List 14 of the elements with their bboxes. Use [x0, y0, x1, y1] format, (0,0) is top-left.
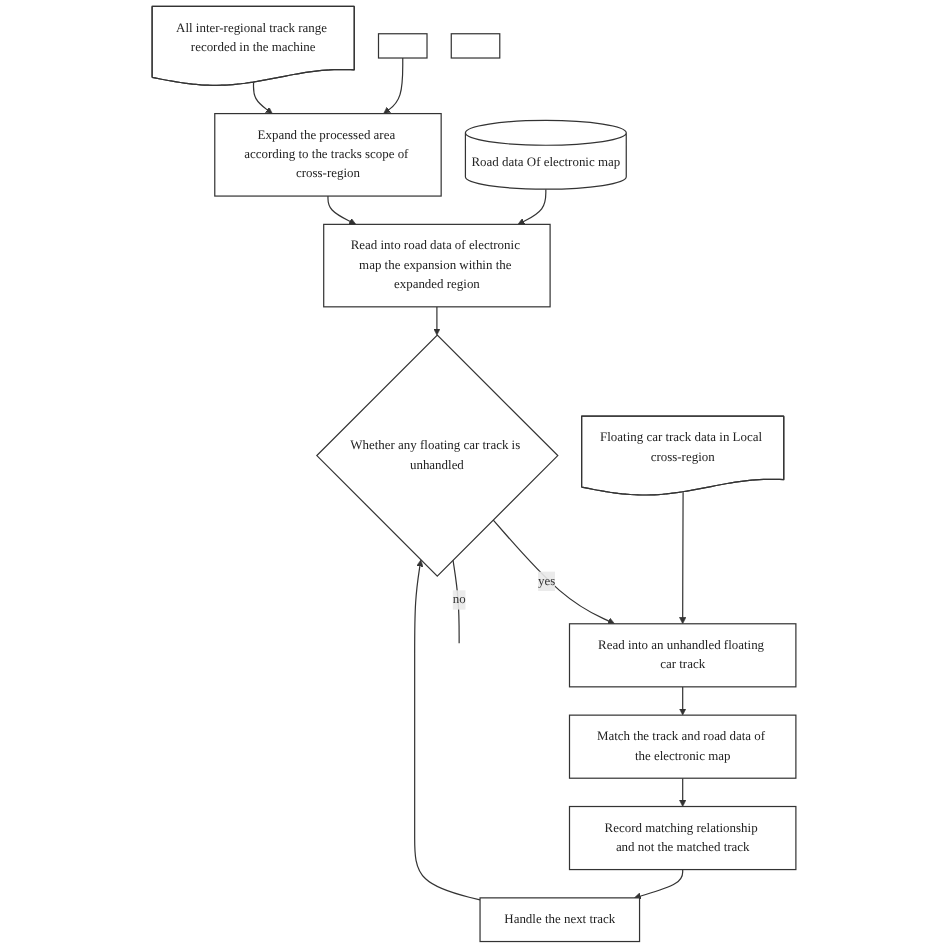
arrow — [517, 188, 547, 225]
arrow — [679, 686, 687, 716]
connector — [452, 559, 460, 644]
arrow — [634, 868, 684, 900]
arrow — [414, 559, 481, 901]
arrow — [252, 81, 273, 114]
node-box — [377, 33, 428, 59]
arrow — [492, 519, 615, 625]
node-box — [450, 33, 501, 59]
arrow — [383, 57, 404, 114]
arrow — [327, 195, 357, 225]
arrow — [433, 306, 441, 336]
arrow — [679, 491, 687, 625]
arrow — [679, 777, 687, 807]
